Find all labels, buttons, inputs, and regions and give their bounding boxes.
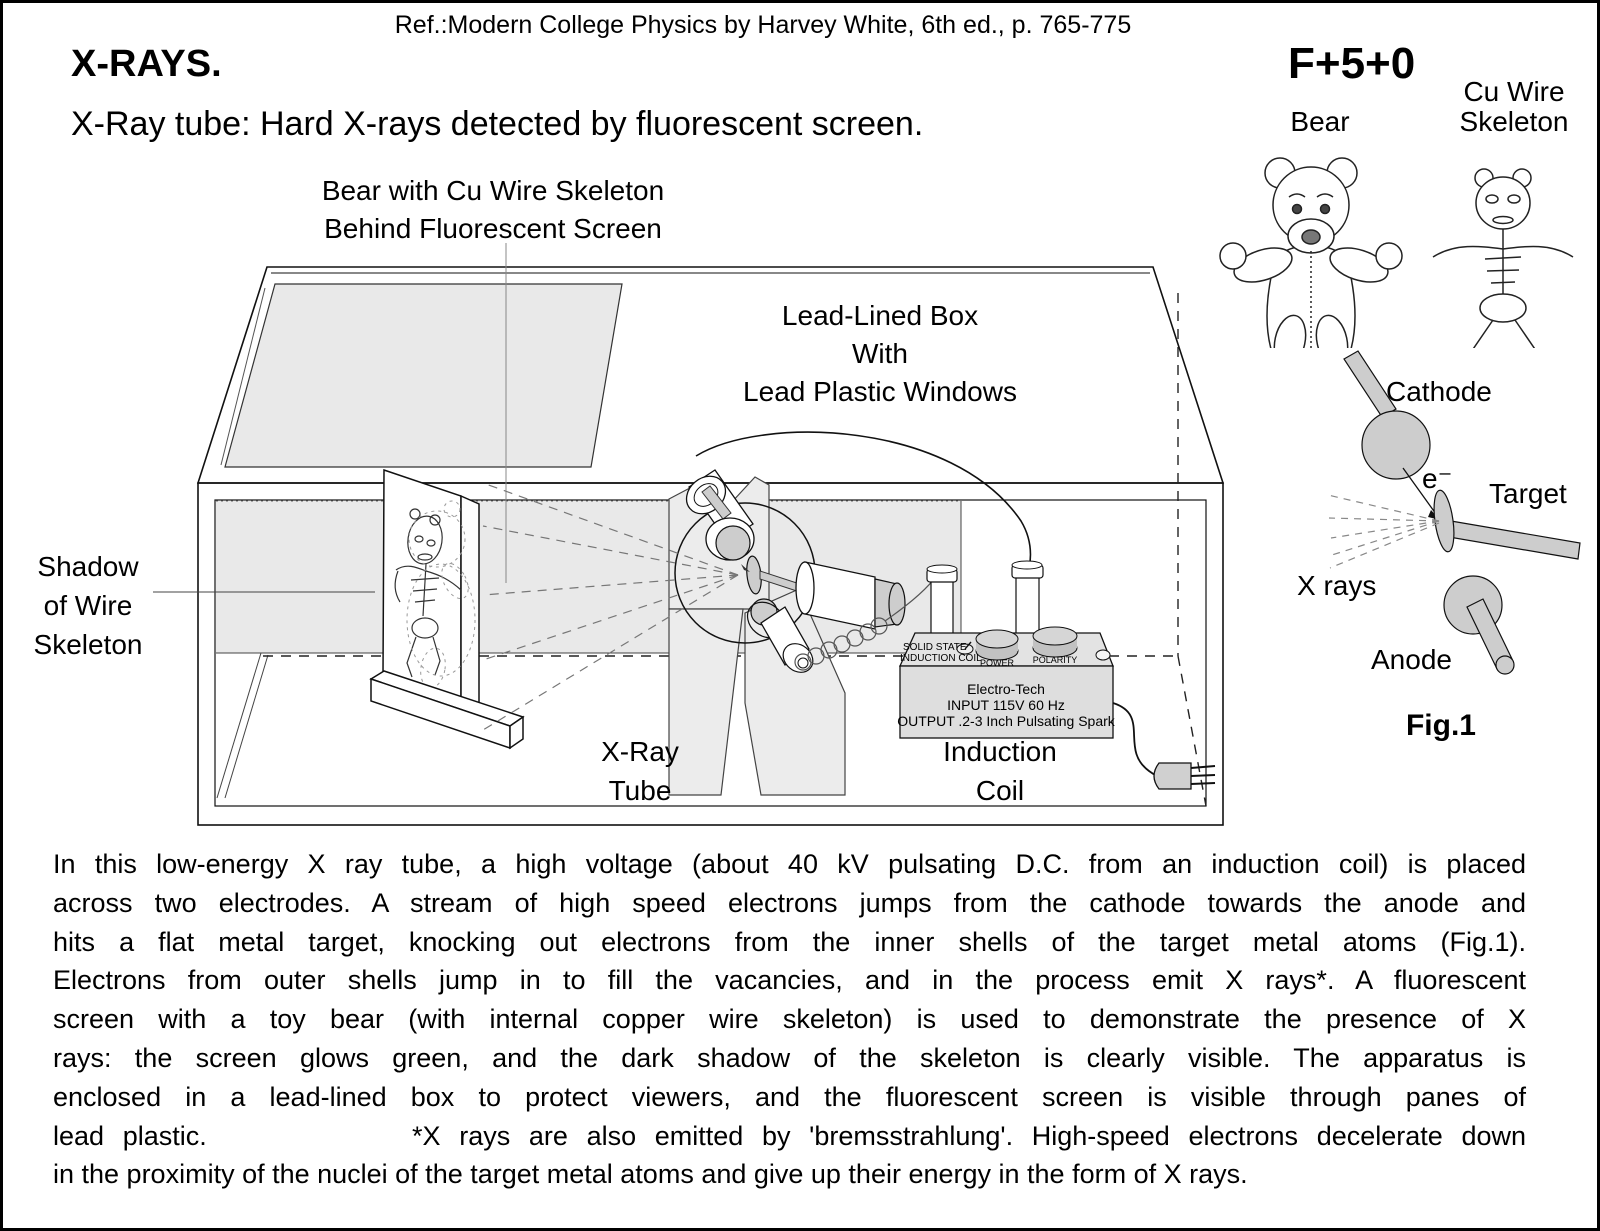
paragraph-line: rays: the screen glows green, and the da… xyxy=(53,1042,1526,1073)
teddy-bear-drawing xyxy=(1219,157,1403,348)
power-plug xyxy=(1153,762,1216,790)
coil-input-spec: INPUT 115V 60 Hz xyxy=(947,697,1065,713)
paragraph-line: lead plastic. *X rays are also emitted b… xyxy=(53,1120,1526,1151)
shadow-label-line3: Skeleton xyxy=(34,629,143,660)
paragraph-line: enclosed in a lead-lined box to protect … xyxy=(53,1081,1526,1112)
cathode-ball xyxy=(715,525,751,561)
hv-wire xyxy=(695,431,1032,570)
paragraph-line: across two electrodes. A stream of high … xyxy=(53,887,1526,918)
tube-label-line2: Tube xyxy=(609,775,672,806)
x-ray-beams xyxy=(482,482,739,731)
bear-outline-dashed xyxy=(406,500,476,689)
shadow-label-line1: Shadow xyxy=(37,551,139,582)
coil-brand: Electro-Tech xyxy=(967,681,1045,697)
electron-arrow xyxy=(741,564,750,572)
power-knob-label: POWER xyxy=(980,658,1015,668)
fig1-xrays-label: X rays xyxy=(1297,570,1376,601)
coil-output-spec: OUTPUT .2-3 Inch Pulsating Spark xyxy=(897,713,1116,729)
screen-label-line2: Behind Fluorescent Screen xyxy=(324,213,662,244)
apparatus-diagram: SOLID STATE INDUCTION COIL POWER POLARIT… xyxy=(34,175,1225,826)
fig1-caption: Fig.1 xyxy=(1406,709,1476,742)
wire-skeleton-shadow xyxy=(394,508,462,678)
coil-top-text-2: INDUCTION COIL xyxy=(900,653,982,664)
bear-caption: Bear xyxy=(1290,106,1349,137)
slide-code: F+5+0 xyxy=(1288,39,1416,88)
fig1-electron-label: e⁻ xyxy=(1422,463,1452,494)
page-subtitle: X-Ray tube: Hard X-rays detected by fluo… xyxy=(71,105,924,143)
fig1-anode xyxy=(1443,575,1515,675)
wire-skeleton-drawing xyxy=(1432,168,1574,348)
polarity-knob xyxy=(1032,626,1078,658)
cu-wire-caption-line2: Skeleton xyxy=(1460,106,1569,137)
coil-label-line1: Induction xyxy=(943,736,1057,767)
shadow-label-line2: of Wire xyxy=(44,590,133,621)
cu-wire-caption-line1: Cu Wire xyxy=(1463,76,1564,107)
fig1-anode-label: Anode xyxy=(1371,644,1452,675)
fig1-inset: Cathode e⁻ Target X rays Anode Fig.1 xyxy=(1297,350,1581,742)
coil-label-line2: Coil xyxy=(976,775,1024,806)
fig1-xray-fan xyxy=(1327,494,1440,569)
fig1-cathode xyxy=(1343,350,1431,480)
screen-label-line1: Bear with Cu Wire Skeleton xyxy=(322,175,664,206)
bear-and-skeleton-figure: Bear Cu Wire Skeleton xyxy=(1219,76,1574,348)
fluorescent-screen xyxy=(369,468,525,750)
paragraph-line: screen with a toy bear (with internal co… xyxy=(53,1004,1526,1035)
fig1-cathode-label: Cathode xyxy=(1386,376,1492,407)
page-title: X-RAYS. xyxy=(71,43,222,85)
power-knob xyxy=(975,629,1019,661)
spring-wire xyxy=(794,574,938,671)
paragraph-line: In this low-energy X ray tube, a high vo… xyxy=(53,849,1526,879)
top-window xyxy=(224,283,623,468)
coil-top-text-1: SOLID STATE xyxy=(903,642,967,653)
power-cord xyxy=(1112,702,1158,777)
box-label-line1: Lead-Lined Box xyxy=(782,300,978,331)
induction-coil: SOLID STATE INDUCTION COIL POWER POLARIT… xyxy=(897,560,1216,790)
fig1-target-label: Target xyxy=(1489,478,1567,509)
paragraph-line: Electrons from outer shells jump in to f… xyxy=(53,965,1526,996)
reference-text: Ref.:Modern College Physics by Harvey Wh… xyxy=(394,11,1132,39)
fig1-electron-path xyxy=(1402,467,1437,515)
paragraph-line: hits a flat metal target, knocking out e… xyxy=(53,926,1526,957)
polarity-knob-label: POLARITY xyxy=(1033,655,1078,665)
paragraph-line: in the proximity of the nuclei of the ta… xyxy=(53,1159,1248,1190)
box-label-line2: With xyxy=(852,338,908,369)
box-label-line3: Lead Plastic Windows xyxy=(743,376,1017,407)
x-ray-tube xyxy=(668,431,1032,796)
caption-paragraph: In this low-energy X ray tube, a high vo… xyxy=(53,845,1526,1194)
tube-label-line1: X-Ray xyxy=(601,736,679,767)
